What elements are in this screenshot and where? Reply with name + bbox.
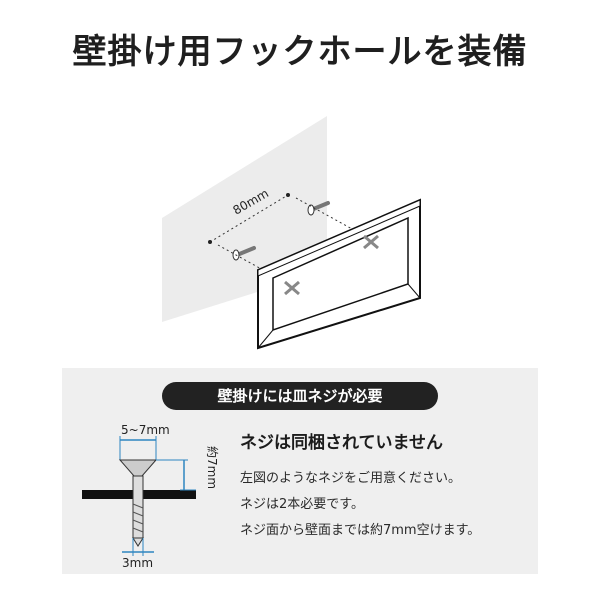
head-width-label: 5~7mm: [121, 423, 170, 437]
page-title: 壁掛け用フックホールを装備: [72, 32, 528, 72]
screw-icon-right: [307, 201, 330, 216]
note-line: 左図のようなネジをご用意ください。: [240, 471, 462, 486]
spacing-guide-top: [209, 194, 289, 243]
note-line: ネジ面から壁面までは約7mm空けます。: [240, 523, 481, 538]
hole-marker-right: [286, 193, 290, 197]
screw-note-panel: 壁掛けには皿ネジが必要 5~7mm 約7mm 3mm ネジは同梱されていません: [62, 368, 538, 574]
hook-hole-left: [284, 280, 300, 296]
note-heading: ネジは同梱されていません: [240, 433, 443, 453]
note-lines: 左図のようなネジをご用意ください。 ネジは2本必要です。 ネジ面から壁面までは約…: [240, 466, 530, 544]
gap-label: 約7mm: [205, 446, 220, 489]
screw-dimension-diagram: 5~7mm 約7mm 3mm: [82, 423, 220, 568]
hook-hole-right: [363, 234, 379, 250]
wall-mount-illustration: 80mm: [162, 116, 421, 350]
shaft-width-label: 3mm: [122, 556, 153, 568]
device-box: [257, 198, 421, 350]
hole-marker-left: [208, 240, 212, 244]
note-line: ネジは2本必要です。: [240, 497, 364, 512]
screw-head-icon: [118, 459, 158, 477]
requirement-badge: 壁掛けには皿ネジが必要: [162, 382, 438, 410]
